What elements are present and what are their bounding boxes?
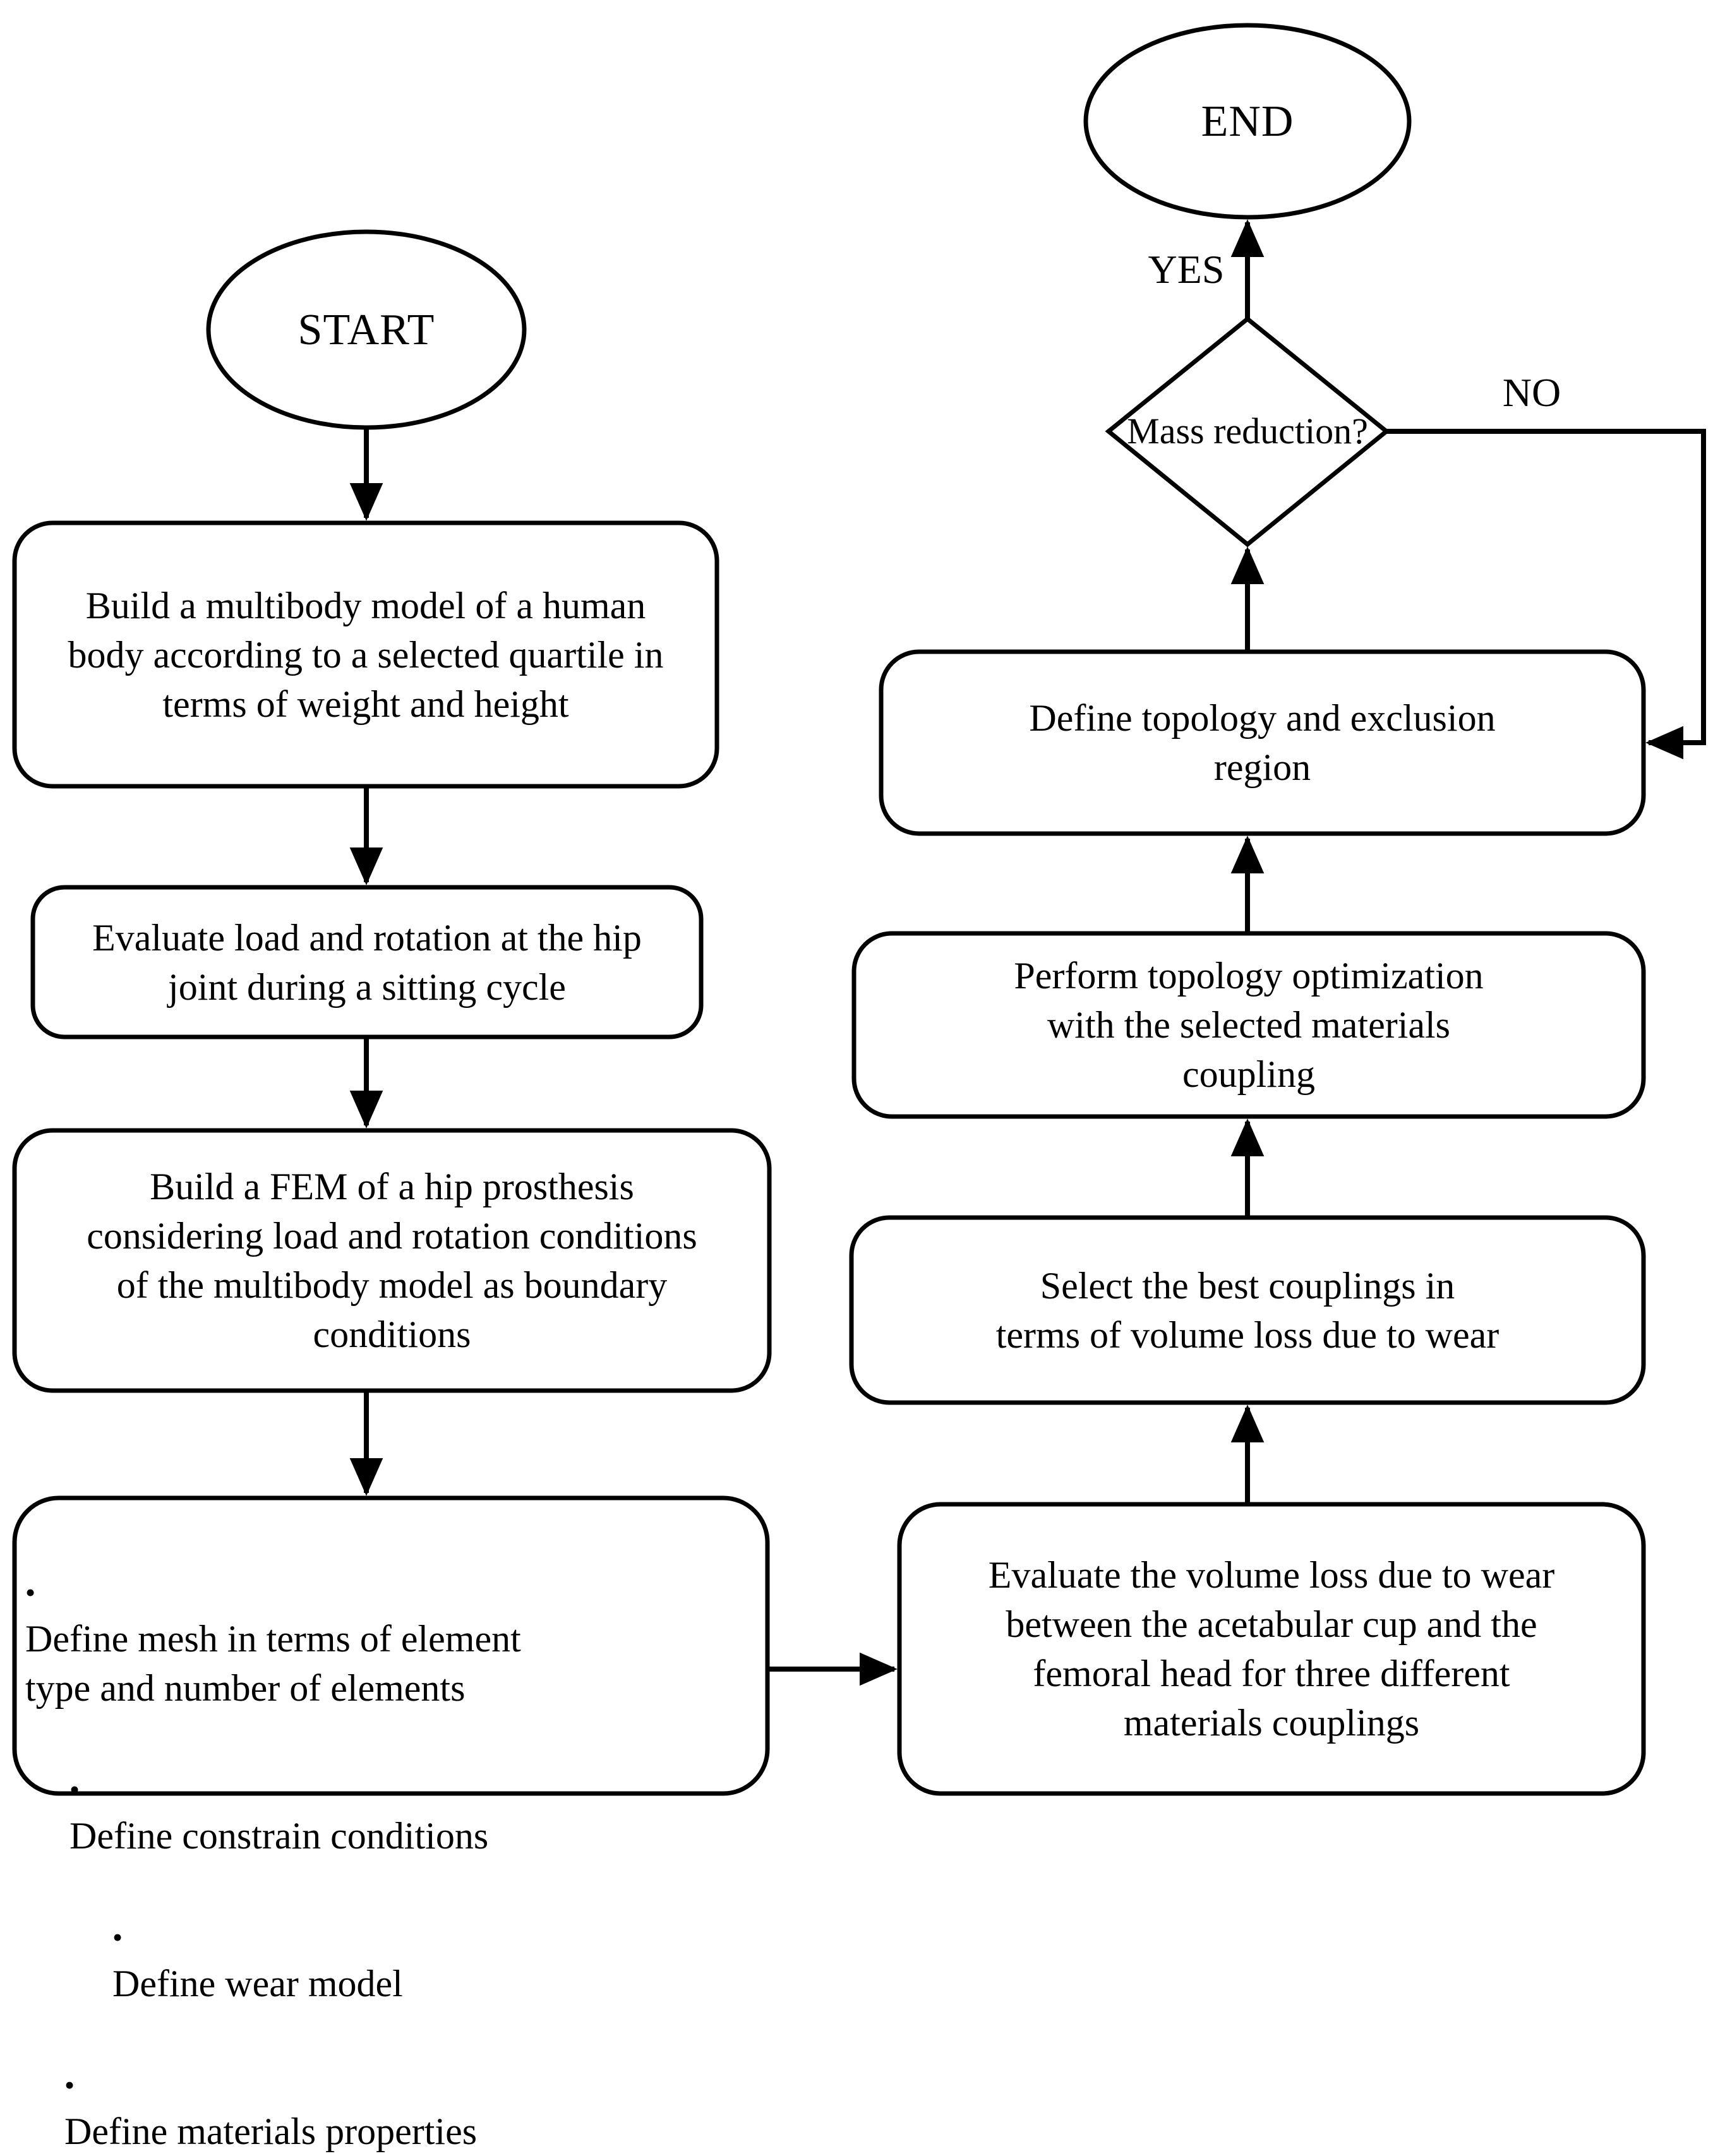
bullet-icon: • (112, 1921, 123, 1953)
node-end[interactable] (1083, 23, 1412, 220)
node-select-couplings[interactable] (849, 1215, 1646, 1405)
bullet-text: Define wear model (112, 1963, 403, 2004)
node-define-mesh[interactable] (12, 1495, 770, 1796)
node-evaluate-volume-loss[interactable] (897, 1502, 1646, 1796)
node-mass-reduction[interactable] (1105, 316, 1390, 548)
list-item: • Define constrain conditions (69, 1713, 758, 1860)
node-define-mesh-bullets: • Define mesh in terms of element type a… (25, 1516, 758, 2156)
edge-mass-reduction-no-to-define-topology (1386, 429, 1706, 760)
list-item: • Define wear model (112, 1860, 758, 2008)
bullet-icon: • (25, 1576, 36, 1608)
bullet-text: Define materials properties (64, 2111, 478, 2152)
edge-label-yes: YES (1148, 247, 1225, 292)
flowchart-shapes (12, 23, 1706, 1796)
node-build-fem[interactable] (12, 1128, 772, 1393)
list-item: • Define mesh in terms of element type a… (25, 1516, 758, 1713)
edge-label-no: NO (1502, 370, 1561, 415)
bullet-text: Define constrain conditions (69, 1815, 489, 1857)
node-build-multibody[interactable] (12, 520, 719, 789)
bullet-icon: • (64, 2069, 75, 2101)
bullet-text: Define mesh in terms of element type and… (25, 1618, 521, 1709)
node-define-topology[interactable] (879, 649, 1646, 836)
node-perform-topology[interactable] (851, 931, 1646, 1119)
bullet-icon: • (69, 1773, 80, 1806)
flowchart-canvas: START END Build a multibody model of a h… (12, 23, 1706, 2152)
node-evaluate-load[interactable] (30, 885, 704, 1039)
node-start[interactable] (206, 229, 527, 430)
list-item: • Define materials properties (64, 2008, 758, 2156)
